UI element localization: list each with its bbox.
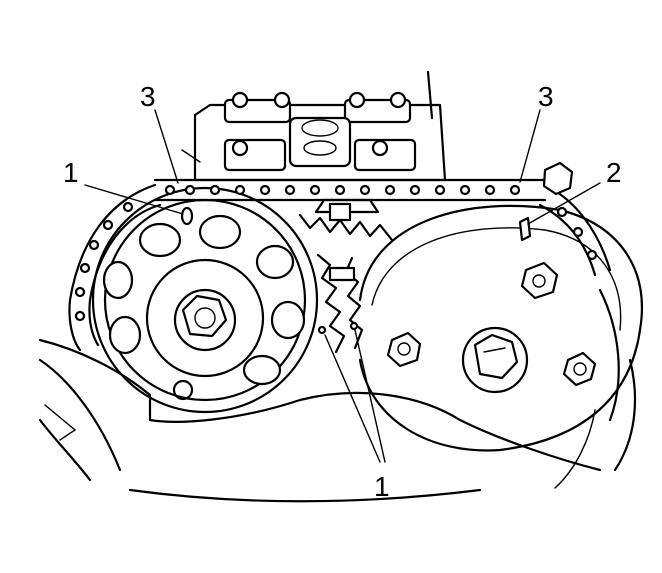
timing-mark-right bbox=[518, 216, 532, 242]
callout-1-upper: 1 bbox=[63, 157, 79, 188]
dipstick bbox=[426, 70, 434, 120]
cap-bolt bbox=[348, 91, 366, 109]
sprocket-bolt bbox=[562, 351, 597, 387]
center-bolt-left bbox=[173, 288, 237, 352]
cap-bolt bbox=[389, 91, 407, 109]
engine-cover-outline bbox=[38, 288, 637, 503]
callout-2: 2 bbox=[606, 157, 622, 188]
cap-bolt bbox=[231, 91, 249, 109]
camshaft-sprocket-left bbox=[91, 186, 319, 414]
timing-mark-left bbox=[180, 206, 194, 226]
chain-tensioner-bolt bbox=[542, 161, 574, 196]
cylinder-head bbox=[181, 70, 447, 182]
sprocket-lightening-holes bbox=[102, 214, 306, 386]
large-sprocket-right bbox=[358, 204, 643, 452]
cover-bolt-hole bbox=[172, 379, 194, 401]
timing-mark-center bbox=[349, 321, 359, 331]
callout-3-left: 3 bbox=[140, 81, 156, 112]
chain-links-left bbox=[74, 201, 134, 322]
sprocket-bolt bbox=[386, 331, 422, 368]
cap-bolt bbox=[273, 91, 291, 109]
leader-lines bbox=[84, 109, 601, 463]
intermediate-sprocket bbox=[298, 198, 394, 354]
timing-mark-center bbox=[317, 325, 327, 335]
cap-bolt bbox=[231, 139, 249, 157]
timing-chain bbox=[68, 161, 612, 352]
chain-links-right bbox=[556, 206, 598, 261]
chain-links-top bbox=[164, 184, 521, 196]
cap-bolt bbox=[371, 139, 389, 157]
callout-3-right: 3 bbox=[538, 81, 554, 112]
center-bolt-right bbox=[461, 326, 529, 394]
sprocket-bolt bbox=[520, 261, 559, 300]
callout-1-lower: 1 bbox=[374, 471, 390, 502]
